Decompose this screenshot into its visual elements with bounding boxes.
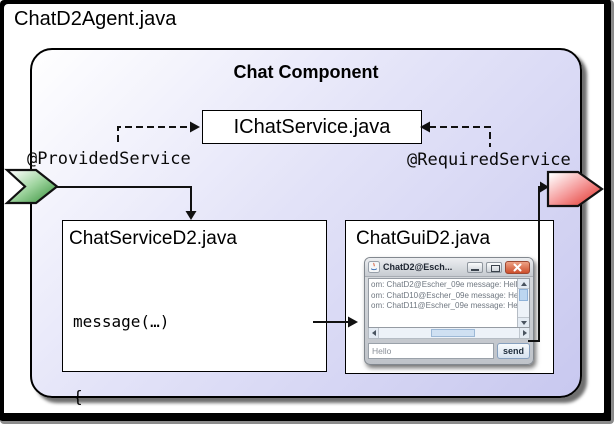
chatgui-box: ChatGuiD2.java ChatD2@Esch... <box>345 220 554 374</box>
chat-window-titlebar[interactable]: ChatD2@Esch... <box>365 258 533 277</box>
horizontal-scroll-thumb[interactable] <box>431 329 475 337</box>
minimize-button[interactable] <box>467 261 483 273</box>
scroll-down-icon[interactable] <box>518 317 529 327</box>
agent-file-title: ChatD2Agent.java <box>14 8 177 30</box>
chat-message-list: om: ChatD2@Escher_09e message: Hello om:… <box>369 279 517 312</box>
required-service-annotation: @RequiredService <box>407 150 571 170</box>
chatservice-box-title: ChatServiceD2.java <box>69 228 237 249</box>
chatgui-box-title: ChatGuiD2.java <box>356 228 491 249</box>
panel-title: Chat Component <box>233 62 379 82</box>
ichatservice-box: IChatService.java <box>202 110 422 144</box>
chat-input-row: Hello send <box>368 343 530 359</box>
scroll-up-icon[interactable] <box>518 279 529 289</box>
scroll-left-icon[interactable] <box>369 328 379 338</box>
chatservice-code: message(…) { gui.addMessage(…) } <box>73 259 266 421</box>
code-line: message(…) <box>73 312 170 331</box>
chat-window-body: om: ChatD2@Escher_09e message: Hello om:… <box>368 278 530 361</box>
send-button[interactable]: send <box>497 343 530 359</box>
chat-message-area[interactable]: om: ChatD2@Escher_09e message: Hello om:… <box>368 278 530 328</box>
chat-message: om: ChatD10@Escher_09e message: Hello <box>371 290 517 300</box>
provided-service-annotation: @ProvidedService <box>27 149 191 169</box>
vertical-scrollbar[interactable] <box>517 279 529 327</box>
chat-component-panel: Chat Component IChatService.java @Provid… <box>27 48 582 406</box>
vertical-scroll-thumb[interactable] <box>519 289 528 301</box>
chat-message: om: ChatD11@Escher_09e message: Hello <box>371 301 517 310</box>
maximize-button[interactable] <box>486 261 502 273</box>
ichatservice-label: IChatService.java <box>233 115 391 138</box>
horizontal-scroll-track[interactable] <box>379 328 519 338</box>
chat-message: om: ChatD2@Escher_09e message: Hello <box>371 280 517 289</box>
scroll-right-icon[interactable] <box>519 328 529 338</box>
horizontal-scrollbar[interactable] <box>368 328 530 339</box>
code-line: { <box>73 387 83 406</box>
chat-window-screenshot: ChatD2@Esch... om: ChatD2@Escher_09e mes… <box>364 257 534 365</box>
java-icon <box>368 261 380 273</box>
message-input[interactable]: Hello <box>368 343 494 359</box>
close-button[interactable] <box>505 260 530 274</box>
chatservice-box: ChatServiceD2.java message(…) { gui.addM… <box>62 220 327 406</box>
chat-window-title: ChatD2@Esch... <box>383 262 453 272</box>
close-icon <box>513 263 522 271</box>
